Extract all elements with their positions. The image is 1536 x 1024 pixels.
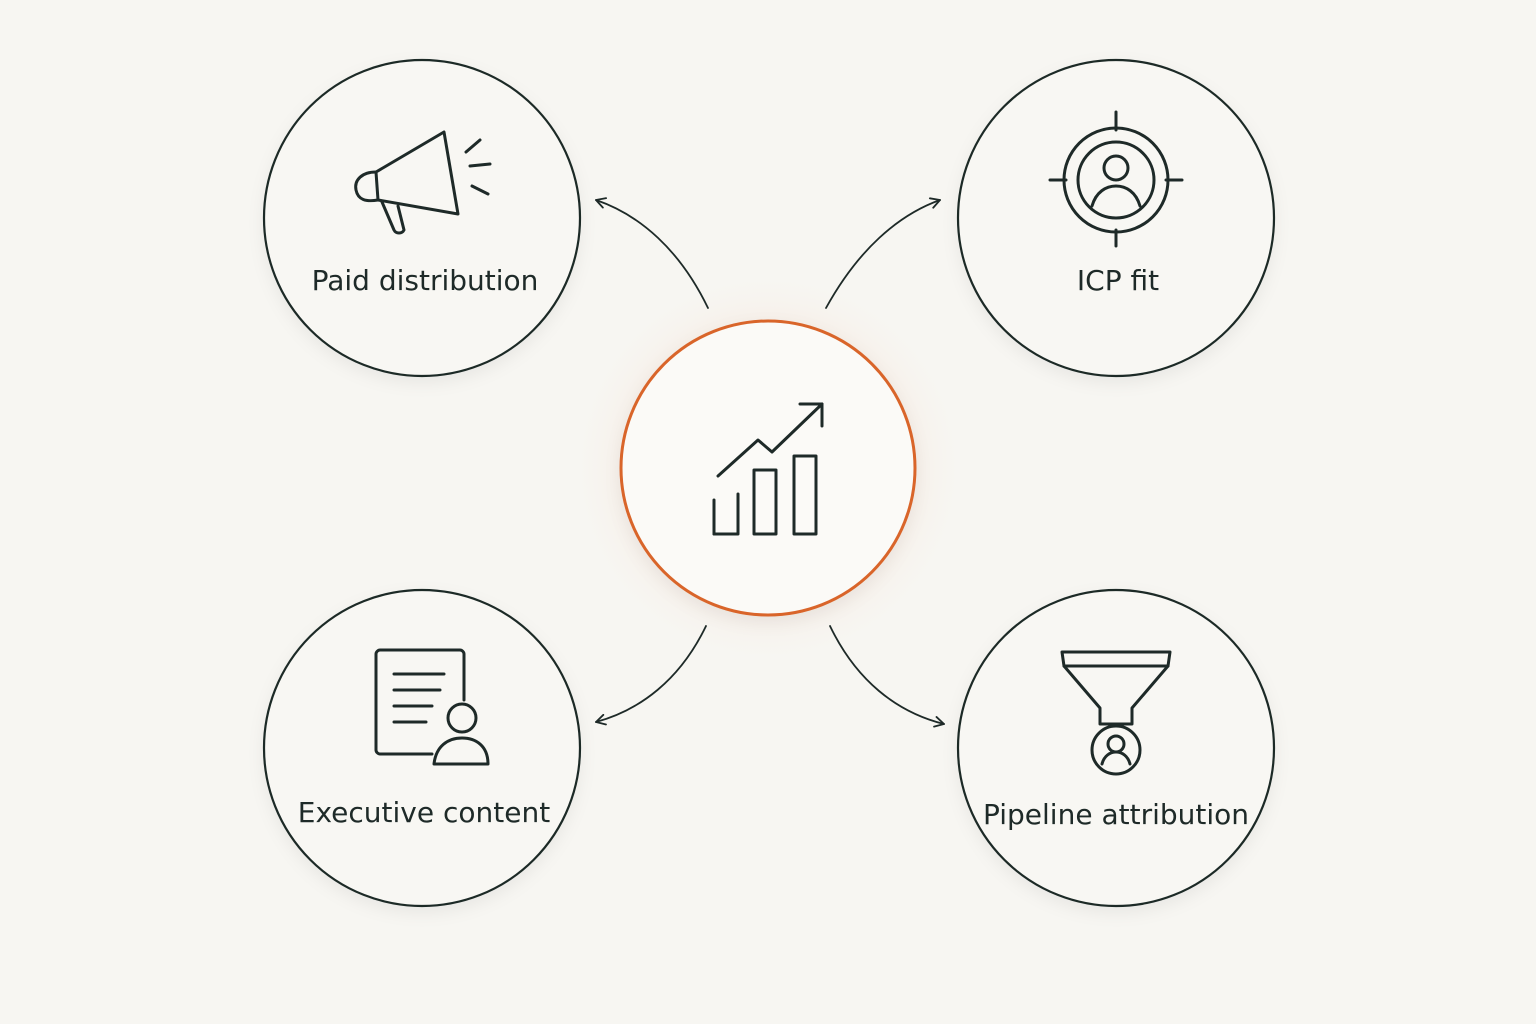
- connectors: [595, 197, 945, 728]
- connector-hub-to-content: [595, 625, 707, 726]
- connector-hub-to-pipeline: [829, 625, 945, 728]
- node-paid-distribution: Paid distribution: [262, 58, 582, 378]
- target-user-icon: [1048, 110, 1184, 248]
- hub-circle: [619, 319, 917, 617]
- node-circle: [956, 588, 1276, 908]
- connector-hub-to-paid: [595, 197, 709, 309]
- funnel-user-icon: [1060, 650, 1172, 776]
- megaphone-icon: [354, 130, 492, 235]
- node-label-paid-distribution: Paid distribution: [312, 264, 539, 297]
- node-circle: [262, 58, 582, 378]
- growth-chart-icon: [712, 402, 824, 536]
- node-label-executive-content: Executive content: [298, 796, 550, 829]
- hub-node: [619, 319, 917, 617]
- document-user-icon: [374, 648, 490, 766]
- connector-hub-to-icp: [825, 197, 941, 309]
- node-label-pipeline-attribution: Pipeline attribution: [983, 798, 1249, 831]
- node-label-icp-fit: ICP fit: [1077, 264, 1159, 297]
- node-circle: [262, 588, 582, 908]
- node-executive-content: Executive content: [262, 588, 582, 908]
- node-icp-fit: ICP fit: [956, 58, 1276, 378]
- node-pipeline-attribution: Pipeline attribution: [956, 588, 1276, 908]
